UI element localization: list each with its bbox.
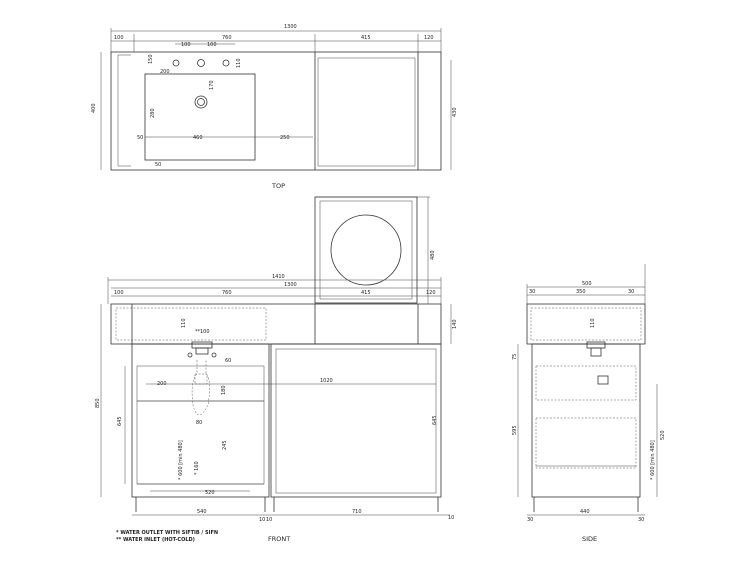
front-view: 480 1410 1300 100 760 415 120 110 **100 …	[95, 196, 458, 543]
dim-top-50a: 50	[137, 135, 143, 141]
dim-front-1300: 1300	[284, 282, 297, 288]
notes: * WATER OUTLET WITH SIFTIB / SIFN ** WAT…	[116, 530, 218, 543]
dim-front-245: 245	[222, 440, 228, 450]
dim-front-645b: 645	[117, 416, 123, 426]
dim-front-180: 180	[221, 385, 227, 395]
dim-top-50b: 50	[155, 162, 161, 168]
dim-front-100: 100	[114, 290, 124, 296]
dim-front-480: 480	[430, 250, 436, 260]
side-view: 500 30 350 30 110 75 595 * 600 [min 480]…	[512, 264, 666, 543]
top-view: 1300 100 760 415 120 100 100 200 150 110…	[91, 24, 458, 190]
dim-side-75: 75	[512, 354, 518, 360]
side-view-label: SIDE	[582, 535, 597, 543]
dim-front-850: 850	[95, 398, 101, 408]
dim-front-1020: 1020	[320, 378, 333, 384]
dim-front-140: 140	[452, 319, 458, 329]
dim-top-110: 110	[236, 58, 242, 68]
dim-side-30c: 30	[527, 517, 533, 523]
dim-front-10a: 10	[259, 517, 265, 523]
dim-top-100a: 100	[181, 42, 191, 48]
dim-top-460: 460	[193, 135, 203, 141]
note-water-outlet: * WATER OUTLET WITH SIFTIB / SIFN	[116, 530, 218, 536]
dim-front-160: * 160	[194, 461, 200, 475]
note-water-inlet: ** WATER INLET (HOT-COLD)	[116, 537, 195, 543]
dim-top-150: 150	[148, 54, 154, 64]
dim-front-600: * 600 [min 480]	[178, 440, 184, 480]
dim-front-760: 760	[222, 290, 232, 296]
dim-top-100: 100	[114, 35, 124, 41]
dim-front-60: 60	[225, 358, 231, 364]
dim-side-500: 500	[582, 281, 592, 287]
dim-top-760: 760	[222, 35, 232, 41]
dim-front-80: 80	[196, 420, 202, 426]
dim-front-1410: 1410	[272, 274, 285, 280]
dim-front-710: 710	[352, 509, 362, 515]
dim-front-10d: 10	[448, 515, 454, 521]
dim-side-440: 440	[580, 509, 590, 515]
top-view-label: TOP	[271, 182, 285, 190]
dim-side-595: 595	[512, 425, 518, 435]
dim-front-120: 120	[426, 290, 436, 296]
dim-top-415: 415	[361, 35, 371, 41]
dim-top-100b: 100	[207, 42, 217, 48]
dim-side-600: * 600 [min 480]	[650, 440, 656, 480]
dim-top-400: 400	[91, 103, 97, 113]
dim-side-520: 520	[660, 430, 666, 440]
dim-side-30b: 30	[628, 289, 634, 295]
dim-side-30d: 30	[638, 517, 644, 523]
dim-top-1300: 1300	[284, 24, 297, 30]
dim-top-120: 120	[424, 35, 434, 41]
dim-side-350: 350	[576, 289, 586, 295]
dim-front-10b: 10	[266, 517, 272, 523]
dim-top-250: 250	[280, 135, 290, 141]
dim-top-280: 280	[150, 108, 156, 118]
dim-side-110: 110	[590, 318, 596, 328]
dim-side-30a: 30	[529, 289, 535, 295]
dim-front-540: 540	[197, 509, 207, 515]
dim-top-200: 200	[160, 69, 170, 75]
dim-top-170: 170	[209, 80, 215, 90]
dim-front-520: 520	[205, 490, 215, 496]
dim-front-415: 415	[361, 290, 371, 296]
dim-front-645: 645	[432, 415, 438, 425]
dim-top-430: 430	[452, 107, 458, 117]
front-view-label: FRONT	[268, 535, 290, 543]
dim-front-110: 110	[181, 318, 187, 328]
dim-front-100w: **100	[195, 329, 210, 335]
